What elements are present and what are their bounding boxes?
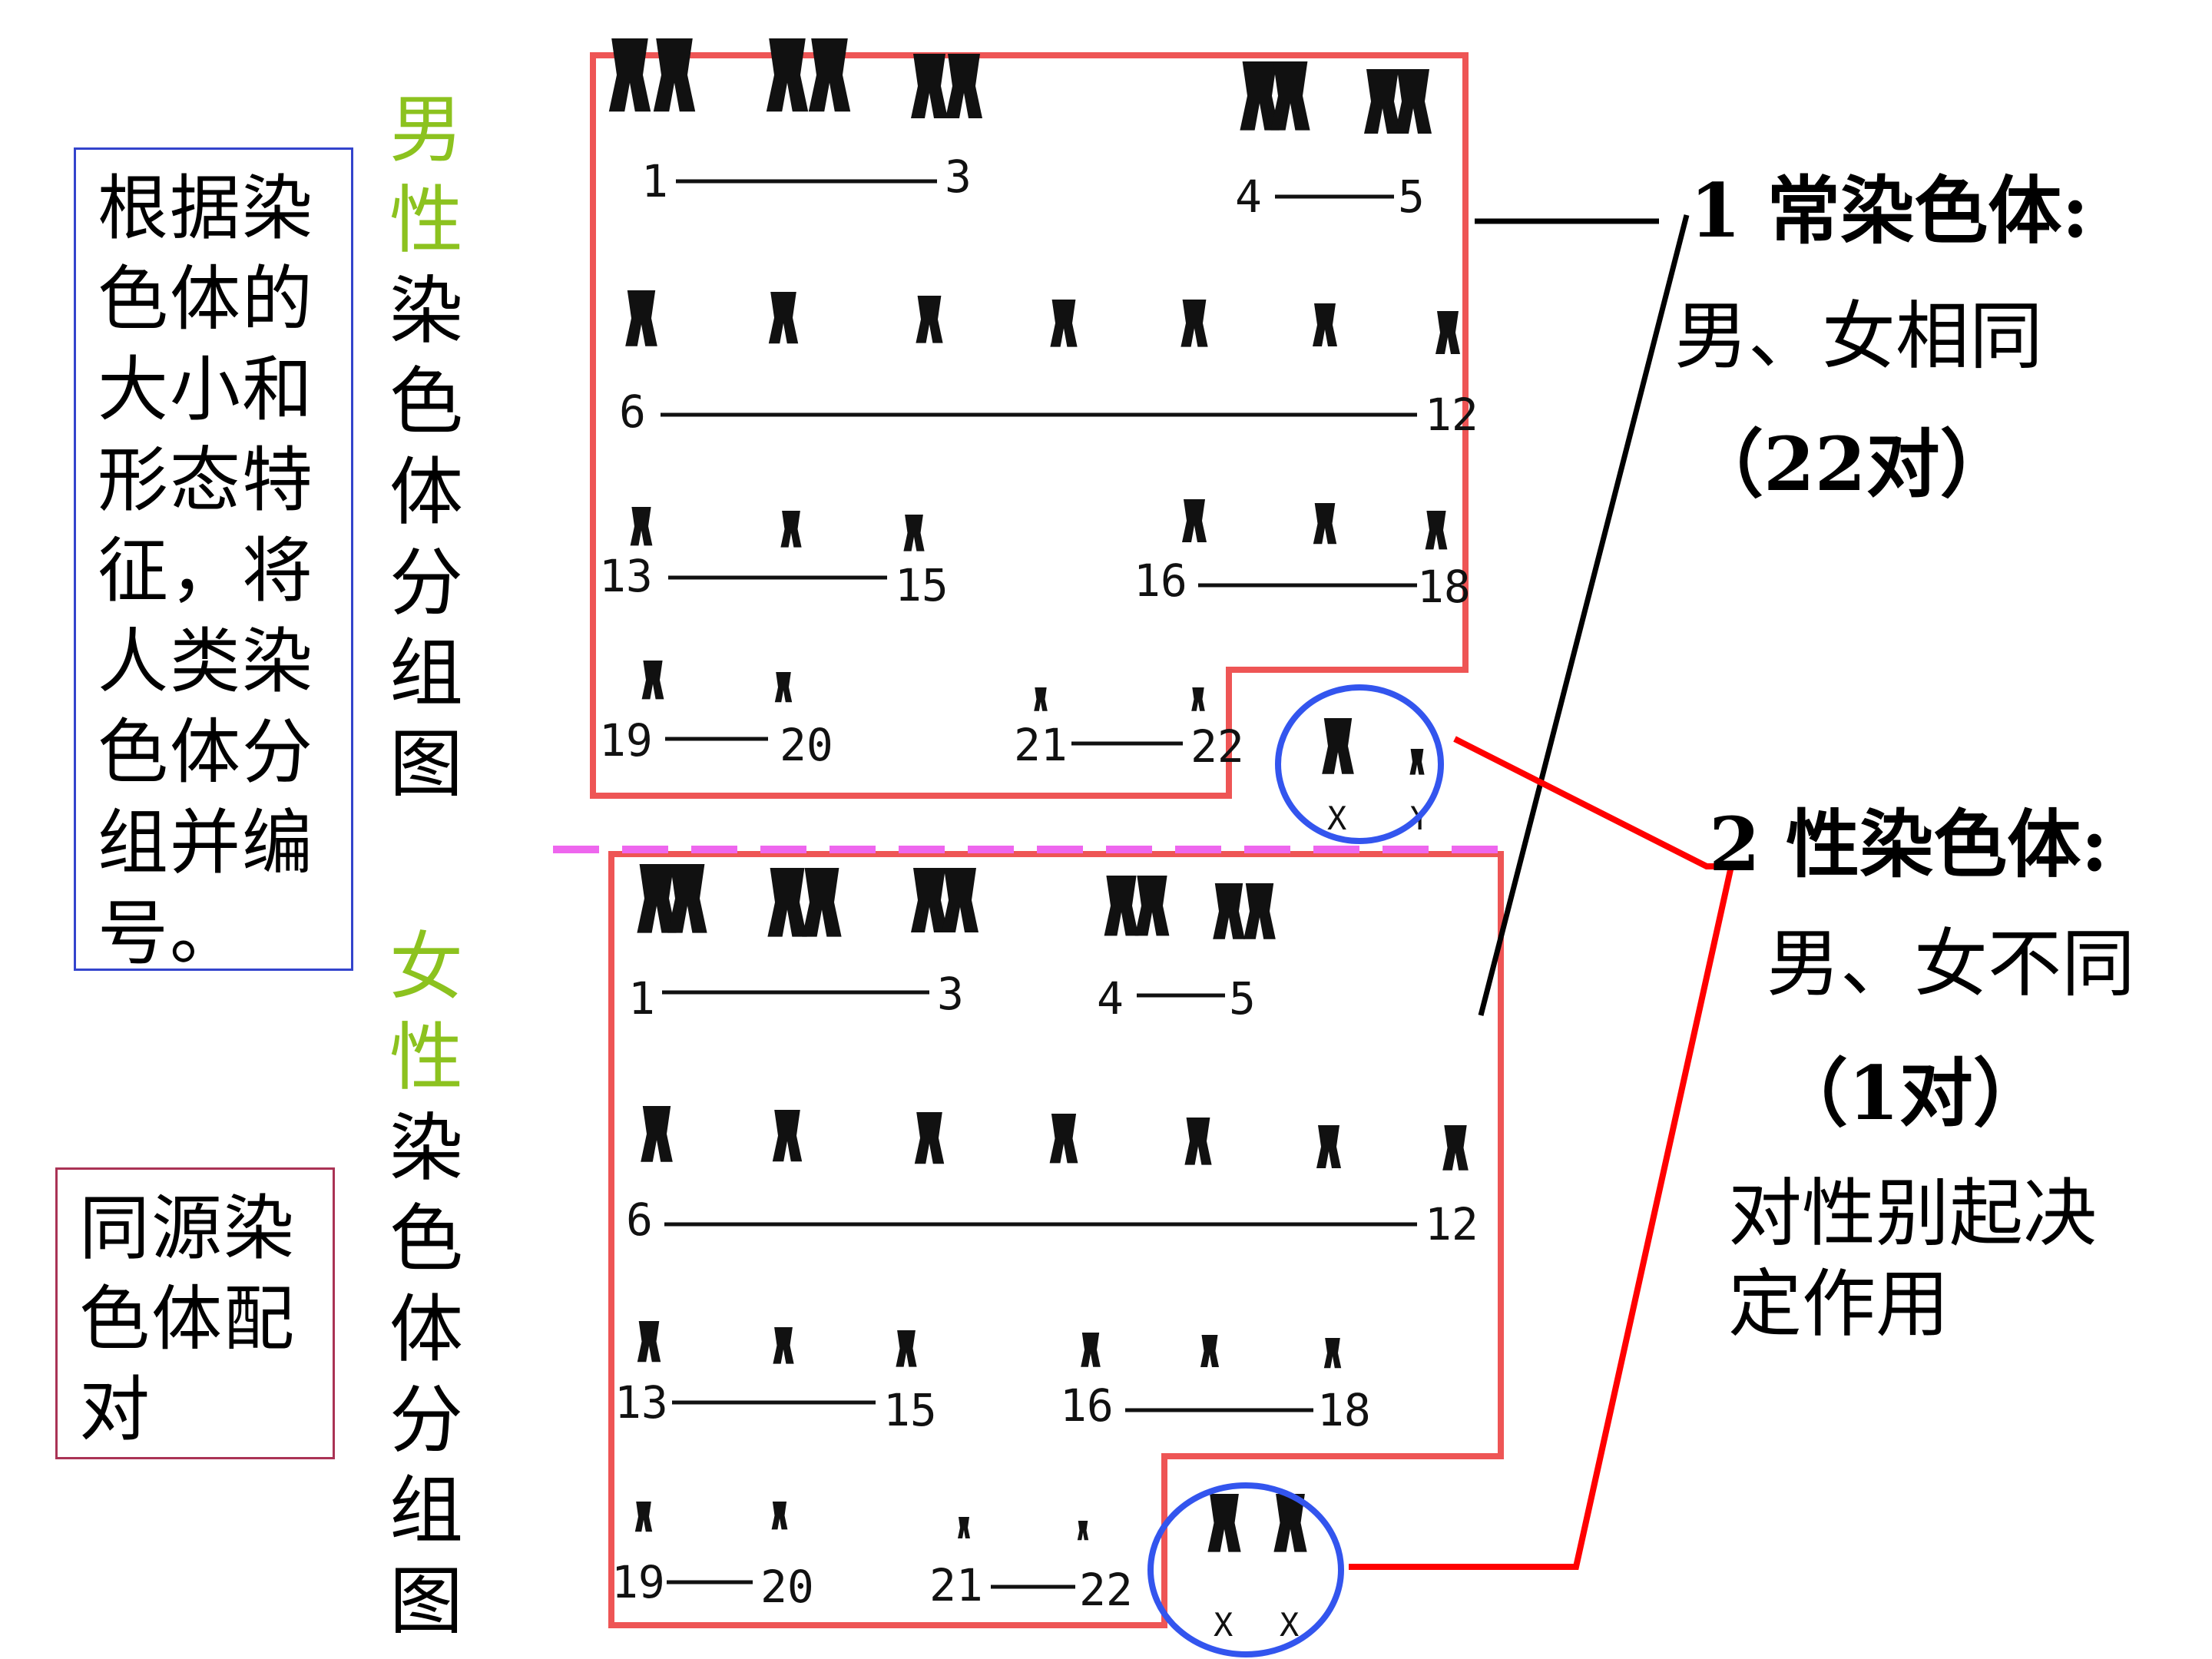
sex-chromosome-connector xyxy=(1349,736,1735,1570)
male-label-20: 20 xyxy=(780,719,833,771)
female-label-4: 4 xyxy=(1097,972,1124,1025)
sex-chromosome-line2: （1对） xyxy=(1774,1050,2047,1137)
male-autosome-outline xyxy=(590,52,1469,799)
female-label-21: 21 xyxy=(929,1559,983,1611)
male-label-12: 12 xyxy=(1425,389,1479,441)
classification-note: 根据染色体的大小和形态特征，将人类染色体分组并编号。 xyxy=(74,147,353,975)
male-label-3: 3 xyxy=(945,151,972,203)
female-label-3: 3 xyxy=(937,968,964,1020)
male-label-13: 13 xyxy=(599,550,653,602)
male-label-4: 4 xyxy=(1235,171,1262,223)
sex-chromosome-line4: 定作用 xyxy=(1728,1261,1949,1347)
female-sex-label-x1: X xyxy=(1214,1606,1233,1644)
autosome-line2: （22对） xyxy=(1690,421,2014,508)
male-label-21: 21 xyxy=(1014,719,1068,771)
female-number-labels: 1 3 4 5 6 12 13 15 16 18 19 20 21 22 X X xyxy=(611,968,1479,1644)
female-label-1: 1 xyxy=(628,972,655,1025)
autosome-heading: 1 常染色体: xyxy=(1690,167,2089,254)
female-chromosomes xyxy=(634,864,1469,1552)
autosome-line1: 男、女相同 xyxy=(1674,293,2043,379)
male-label-1: 1 xyxy=(641,155,668,207)
homolog-note-text: 同源染色体配对 xyxy=(79,1187,296,1451)
female-title-highlight: 女性 xyxy=(389,924,463,1101)
sex-chromosome-line3: 对性别起决 xyxy=(1728,1171,2097,1257)
male-label-6: 6 xyxy=(619,386,646,438)
female-sex-label-x2: X xyxy=(1280,1606,1299,1644)
female-title-rest: 染色体分组图 xyxy=(389,1105,463,1644)
male-number-labels: 1 3 4 5 6 12 13 15 16 18 19 20 21 22 X Y xyxy=(599,151,1479,837)
female-label-18: 18 xyxy=(1317,1384,1371,1436)
male-chromosomes xyxy=(608,38,1460,775)
classification-note-text: 根据染色体的大小和形态特征，将人类染色体分组并编号。 xyxy=(98,167,315,975)
male-sex-label-x: X xyxy=(1327,800,1346,837)
female-group-lines xyxy=(662,990,1417,1589)
male-title-highlight: 男性 xyxy=(389,87,463,263)
male-sex-chromosome-circle xyxy=(1275,684,1444,844)
male-group-lines xyxy=(661,179,1417,746)
female-karyotype-title: 女性染色体分组图 xyxy=(384,922,469,1647)
female-label-19: 19 xyxy=(611,1556,665,1608)
male-label-19: 19 xyxy=(599,714,653,767)
female-label-13: 13 xyxy=(614,1376,668,1429)
male-label-5: 5 xyxy=(1398,171,1425,223)
male-label-18: 18 xyxy=(1417,561,1471,613)
female-label-5: 5 xyxy=(1229,972,1256,1025)
sex-chromosome-line1: 男、女不同 xyxy=(1767,921,2135,1007)
male-label-16: 16 xyxy=(1134,555,1187,607)
female-label-12: 12 xyxy=(1425,1198,1479,1250)
autosome-connector xyxy=(1475,214,1690,1016)
sex-chromosome-heading: 2 性染色体: xyxy=(1709,801,2108,888)
male-label-22: 22 xyxy=(1190,720,1244,773)
female-label-6: 6 xyxy=(626,1194,653,1246)
male-label-15: 15 xyxy=(895,559,949,611)
female-sex-chromosome-circle xyxy=(1147,1482,1344,1657)
female-label-16: 16 xyxy=(1060,1379,1114,1432)
male-karyotype-title: 男性染色体分组图 xyxy=(384,84,469,810)
male-title-rest: 染色体分组图 xyxy=(389,268,463,807)
homolog-note: 同源染色体配对 xyxy=(55,1167,335,1459)
female-label-15: 15 xyxy=(883,1384,937,1436)
female-label-22: 22 xyxy=(1079,1564,1133,1616)
female-autosome-outline xyxy=(608,851,1504,1628)
female-label-20: 20 xyxy=(760,1561,814,1613)
